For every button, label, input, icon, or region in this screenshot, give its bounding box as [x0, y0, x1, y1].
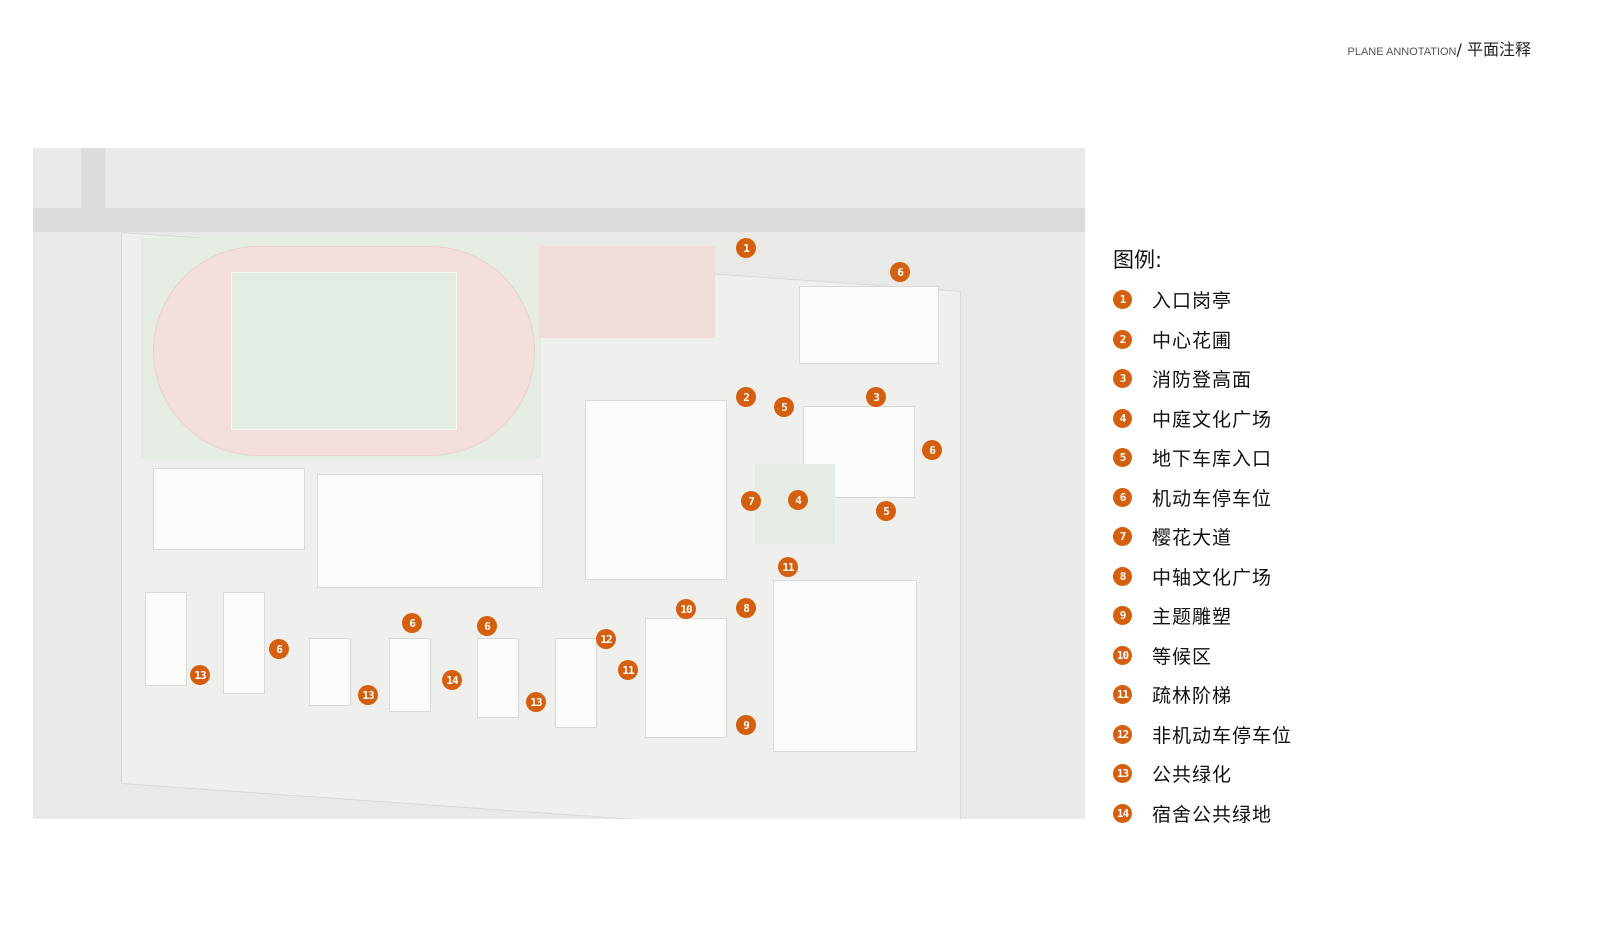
- legend-item: 9 主题雕塑: [1113, 596, 1292, 636]
- marker: 6: [890, 262, 910, 282]
- marker-number-icon: 9: [1113, 606, 1132, 626]
- header-cn: / 平面注释: [1456, 40, 1531, 59]
- marker: 14: [442, 670, 462, 690]
- marker-number-icon: 11: [1113, 685, 1132, 705]
- marker: 5: [774, 397, 794, 417]
- marker: 11: [618, 660, 638, 680]
- legend-label: 入口岗亭: [1152, 290, 1233, 313]
- marker-number-icon: 2: [1113, 329, 1132, 349]
- marker: 2: [736, 387, 756, 407]
- legend-item: 4 中庭文化广场: [1113, 399, 1292, 439]
- legend-item: 13 公共绿化: [1113, 754, 1292, 794]
- legend-item: 14 宿舍公共绿地: [1113, 794, 1292, 834]
- marker-number-icon: 12: [1113, 724, 1132, 744]
- marker-number-icon: 13: [1113, 764, 1132, 784]
- legend-item: 5 地下车库入口: [1113, 438, 1292, 478]
- legend-label: 主题雕塑: [1152, 606, 1233, 629]
- marker: 6: [269, 639, 289, 659]
- marker: 4: [788, 490, 808, 510]
- marker: 10: [676, 599, 696, 619]
- building: [645, 618, 727, 738]
- legend-label: 樱花大道: [1152, 527, 1233, 550]
- marker-number-icon: 3: [1113, 369, 1132, 389]
- legend-item: 12 非机动车停车位: [1113, 715, 1292, 755]
- legend-item: 2 中心花圃: [1113, 320, 1292, 360]
- basketball-courts: [539, 246, 715, 338]
- legend-label: 疏林阶梯: [1152, 685, 1233, 708]
- building: [799, 286, 939, 364]
- legend-item: 1 入口岗亭: [1113, 280, 1292, 320]
- marker: 5: [876, 501, 896, 521]
- marker: 9: [736, 715, 756, 735]
- legend-label: 宿舍公共绿地: [1152, 803, 1273, 826]
- road-north: [33, 208, 1085, 232]
- legend-item: 6 机动车停车位: [1113, 478, 1292, 518]
- building: [153, 468, 305, 550]
- marker-number-icon: 10: [1113, 645, 1132, 665]
- marker: 12: [596, 629, 616, 649]
- marker-number-icon: 14: [1113, 803, 1132, 823]
- marker-number-icon: 7: [1113, 527, 1132, 547]
- marker: 13: [190, 665, 210, 685]
- legend-label: 地下车库入口: [1152, 448, 1273, 471]
- marker-number-icon: 5: [1113, 448, 1132, 468]
- legend-label: 非机动车停车位: [1152, 724, 1293, 747]
- marker: 3: [866, 387, 886, 407]
- marker: 13: [358, 685, 378, 705]
- marker: 7: [741, 491, 761, 511]
- legend-label: 中庭文化广场: [1152, 408, 1273, 431]
- road-west: [81, 148, 105, 218]
- marker-number-icon: 8: [1113, 566, 1132, 586]
- legend: 图例: 1 入口岗亭 2 中心花圃 3 消防登高面 4 中庭文化广场 5 地下车库入口 6 机动车停车…: [1113, 244, 1292, 833]
- dormitory: [145, 592, 187, 686]
- marker: 11: [778, 557, 798, 577]
- header-en: PLANE ANNOTATION: [1347, 46, 1457, 58]
- dormitory: [555, 638, 597, 728]
- building: [317, 474, 543, 588]
- dormitory: [309, 638, 351, 706]
- marker-number-icon: 4: [1113, 408, 1132, 428]
- legend-label: 中心花圃: [1152, 329, 1233, 352]
- marker-number-icon: 1: [1113, 290, 1132, 310]
- football-field: [231, 272, 457, 430]
- building: [585, 400, 727, 580]
- marker: 6: [402, 613, 422, 633]
- marker: 8: [736, 598, 756, 618]
- legend-label: 公共绿化: [1152, 764, 1233, 787]
- marker: 6: [477, 616, 497, 636]
- site-plan: [33, 148, 1085, 819]
- marker: 6: [922, 440, 942, 460]
- legend-item: 7 樱花大道: [1113, 517, 1292, 557]
- legend-item: 8 中轴文化广场: [1113, 557, 1292, 597]
- marker: 13: [526, 692, 546, 712]
- legend-label: 机动车停车位: [1152, 487, 1273, 510]
- legend-item: 3 消防登高面: [1113, 359, 1292, 399]
- legend-label: 等候区: [1152, 645, 1213, 668]
- marker-number-icon: 6: [1113, 487, 1132, 507]
- dormitory: [223, 592, 265, 694]
- legend-title: 图例:: [1113, 248, 1163, 272]
- marker: 1: [736, 238, 756, 258]
- legend-item: 11 疏林阶梯: [1113, 675, 1292, 715]
- dormitory: [389, 638, 431, 712]
- page-header: PLANE ANNOTATION/ 平面注释: [1348, 36, 1532, 60]
- legend-label: 中轴文化广场: [1152, 566, 1273, 589]
- legend-label: 消防登高面: [1152, 369, 1253, 392]
- building: [773, 580, 917, 752]
- dormitory: [477, 638, 519, 718]
- legend-item: 10 等候区: [1113, 636, 1292, 676]
